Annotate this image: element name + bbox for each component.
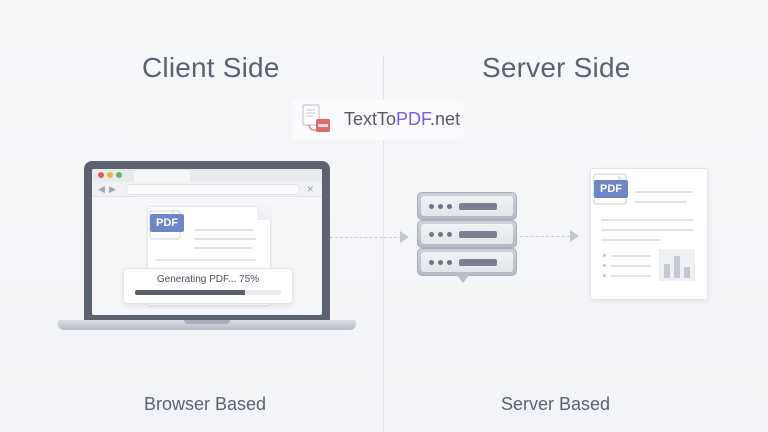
server-led-icon [438, 204, 443, 209]
browser-based-label: Browser Based [144, 394, 267, 414]
server-led-icon [447, 232, 452, 237]
server-led-icon [429, 260, 434, 265]
progress-track [135, 290, 281, 295]
server-led-icon [447, 260, 452, 265]
text-line [194, 238, 256, 240]
server-slot [459, 259, 497, 266]
brand-name-part3: .net [430, 109, 461, 129]
text-line [635, 201, 687, 203]
browser-tab-bar [92, 169, 322, 182]
address-bar [126, 184, 300, 195]
progress-fill [135, 290, 245, 295]
page-fold-icon [257, 206, 271, 220]
text-line [194, 247, 252, 249]
server-led-icon [438, 232, 443, 237]
server-pointer-icon [456, 274, 470, 283]
mini-chart-icon [659, 249, 695, 281]
client-side-title: Client Side [142, 52, 280, 83]
browser-tab [134, 170, 190, 182]
server-unit [417, 220, 517, 248]
text-line [611, 265, 651, 267]
bullet-icon [603, 264, 606, 267]
laptop-notch [184, 320, 230, 324]
text-line [611, 275, 651, 277]
server-slot [459, 231, 497, 238]
server-face [421, 252, 513, 272]
server-slot [459, 203, 497, 210]
flow-line-left [330, 237, 402, 238]
brand-name-part2: PDF [396, 109, 431, 129]
server-based-label: Server Based [501, 394, 611, 414]
flow-line-right [520, 236, 570, 237]
server-face [421, 224, 513, 244]
flow-arrow-right-icon [570, 230, 579, 242]
server-led-icon [429, 232, 434, 237]
forward-arrow-icon: ▶ [109, 184, 116, 194]
text-line [601, 219, 693, 221]
column-divider [383, 55, 384, 432]
text-line [601, 239, 661, 241]
server-face [421, 196, 513, 216]
back-arrow-icon: ◀ [98, 184, 105, 194]
close-icon: ✕ [306, 184, 314, 194]
server-side-title: Server Side [482, 52, 631, 83]
progress-card: Generating PDF... 75% [123, 268, 293, 304]
close-dot-icon [98, 172, 104, 178]
server-unit [417, 192, 517, 220]
chart-bar [664, 264, 670, 278]
pdf-badge-right: PDF [594, 180, 628, 198]
browser-toolbar: ◀ ▶ ✕ [92, 182, 322, 197]
brand-name-part1: TextTo [344, 109, 397, 129]
server-led-icon [438, 260, 443, 265]
text-to-pdf-logo-icon [302, 104, 330, 132]
server-led-icon [447, 204, 452, 209]
text-line [601, 229, 693, 231]
laptop-base [58, 320, 356, 330]
bullet-icon [603, 254, 606, 257]
chart-bar [674, 256, 680, 278]
server-unit [417, 248, 517, 276]
minimize-dot-icon [107, 172, 113, 178]
text-line [156, 259, 256, 261]
text-line [194, 229, 254, 231]
bullet-icon [603, 274, 606, 277]
text-line [611, 255, 651, 257]
server-led-icon [429, 204, 434, 209]
brand-name: TextToPDF.net [344, 109, 460, 130]
brand-logo: TextToPDF.net [292, 100, 464, 140]
maximize-dot-icon [116, 172, 122, 178]
chart-bar [684, 267, 690, 278]
progress-label: Generating PDF... 75% [156, 274, 260, 285]
flow-arrow-left-icon [400, 231, 409, 243]
pdf-badge-left: PDF [150, 214, 184, 232]
text-line [635, 191, 693, 193]
